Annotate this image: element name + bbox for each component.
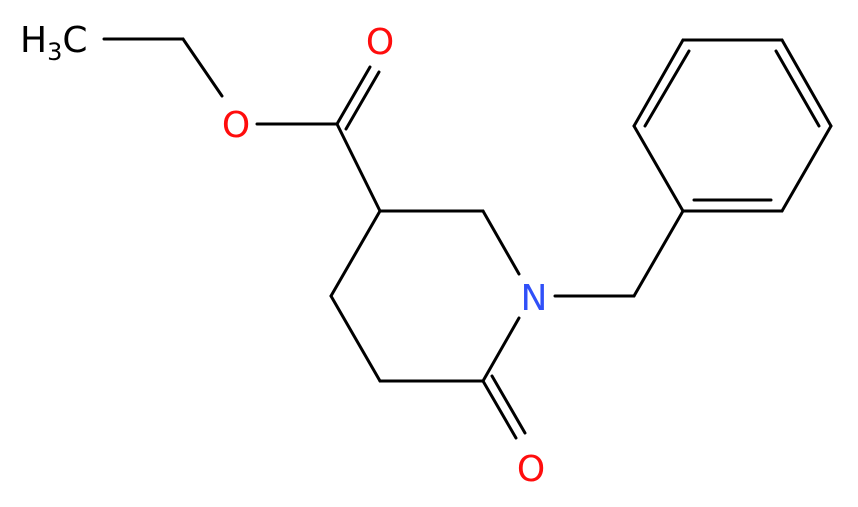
bond-carbonyl-c3: [335, 122, 382, 213]
bond-lactam-c-o-double-1: [481, 379, 518, 440]
bond-ph-c4-c5: [780, 38, 833, 128]
bond-ph-inner-1: [643, 49, 691, 128]
bond-ester-c-o-double-2: [344, 70, 381, 131]
bond-ch2-o: [181, 37, 224, 98]
ester-ether-oxygen-label: O: [222, 105, 250, 146]
bond-c4-c3: [329, 209, 382, 298]
bond-ph-c5-c6: [780, 124, 833, 213]
bond-ester-c-o-double-1: [335, 65, 372, 126]
bond-ph-inner-2: [774, 49, 821, 128]
ring-nitrogen-label: N: [521, 278, 548, 319]
bond-ph-c2-c3: [632, 38, 685, 128]
bond-c5-c4: [329, 294, 382, 383]
bond-n-c6: [481, 316, 521, 383]
bond-lactam-c-o-double-2: [490, 374, 527, 435]
bond-ch2-phenyl: [632, 209, 685, 298]
bond-ph-c1-c2: [632, 124, 685, 213]
methyl-label: H3C: [20, 20, 88, 66]
bond-c2-n: [481, 209, 521, 276]
lactam-oxygen-label: O: [517, 449, 545, 490]
ester-carbonyl-oxygen-label: O: [366, 22, 394, 63]
